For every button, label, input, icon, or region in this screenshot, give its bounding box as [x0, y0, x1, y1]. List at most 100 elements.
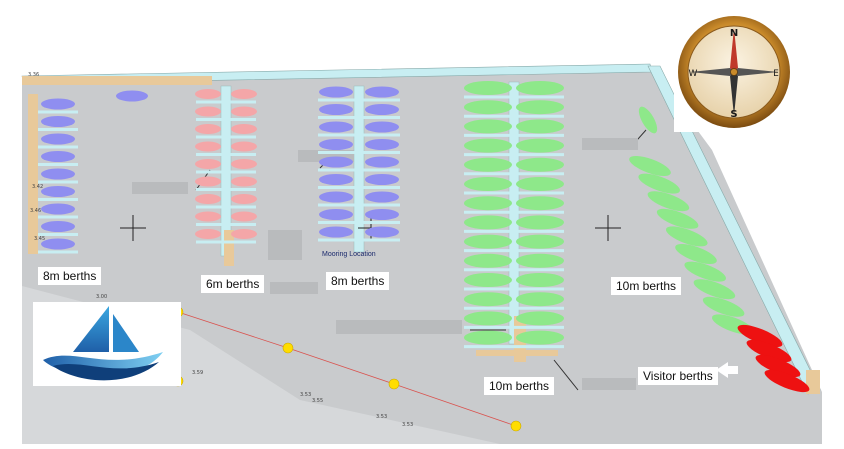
berth-8m-left — [41, 98, 75, 110]
berth-visitor — [746, 339, 792, 363]
berth-10m-diagonal — [665, 226, 708, 247]
depth-sounding: 3.42 — [32, 184, 43, 190]
depth-sounding: 3.00 — [96, 294, 107, 300]
berth-10m — [464, 157, 512, 172]
label-visitor-berths: Visitor berths — [638, 367, 718, 385]
berth-6m — [231, 141, 257, 152]
depth-sounding: 3.53 — [376, 414, 387, 420]
berth-6m — [231, 106, 257, 117]
berth-8m-left — [41, 116, 75, 127]
berth-10m-diagonal — [647, 191, 690, 212]
berth-8m-mid — [365, 121, 399, 133]
sailboat-logo — [33, 302, 181, 386]
walkway-10m-cross — [476, 350, 558, 356]
berth-6m — [231, 124, 257, 134]
compass-west: W — [689, 69, 698, 79]
berth-8m-mid — [365, 191, 399, 203]
depth-sounding: 3.46 — [30, 208, 41, 214]
berth-10m — [464, 81, 512, 95]
walkway-6m — [224, 230, 234, 266]
berth-10m — [516, 253, 564, 268]
berth-10m — [516, 177, 564, 191]
label-10m-berths-right: 10m berths — [611, 277, 682, 295]
berth-8m-left — [41, 238, 75, 250]
berth-8m-mid — [365, 209, 399, 220]
compass-east: E — [773, 69, 779, 79]
depth-sounding: 3.55 — [312, 398, 323, 404]
berth-10m — [464, 292, 512, 307]
label-6m-berths: 6m berths — [201, 275, 265, 293]
berth-6m — [195, 124, 221, 134]
berth-visitor — [755, 354, 801, 378]
berth-8m-left — [41, 133, 75, 145]
berth-8m-mid — [319, 226, 353, 238]
berth-8m-mid — [319, 191, 353, 203]
berth-10m — [464, 311, 512, 326]
berth-8m-left — [41, 203, 75, 215]
berth-10m-diagonal — [702, 296, 745, 317]
berth-6m — [195, 229, 221, 239]
berth-6m — [195, 211, 221, 222]
visitor-arrow-icon — [716, 362, 738, 378]
berth-8m-mid — [319, 174, 353, 185]
berth-10m — [516, 311, 564, 326]
berth-8m-mid — [319, 121, 353, 133]
label-10m-berths-bottom: 10m berths — [484, 377, 555, 395]
berth-10m — [464, 330, 512, 345]
berth-10m-diagonal — [638, 173, 681, 194]
berth-6m — [231, 211, 257, 222]
berth-10m — [464, 138, 512, 153]
berth-8m-mid — [365, 139, 399, 150]
berth-10m-diagonal — [629, 156, 671, 176]
depth-route-line — [177, 311, 517, 427]
berth-8m-mid — [365, 226, 399, 238]
label-mooring-location: Mooring Location — [322, 251, 376, 258]
berth-10m — [464, 253, 512, 268]
berth-6m — [195, 176, 221, 187]
berth-8m-mid — [319, 86, 353, 98]
berth-10m — [516, 196, 564, 211]
berth-10m-diagonal — [684, 261, 727, 282]
berth-6m — [231, 89, 257, 99]
berth-8m-top — [116, 90, 148, 102]
right-walkway-end — [806, 370, 820, 394]
depth-sounding: 3.53 — [402, 422, 413, 428]
berth-6m — [195, 141, 221, 152]
depth-sounding: 3.53 — [300, 392, 311, 398]
berth-10m — [516, 292, 564, 307]
berth-10m — [516, 234, 564, 249]
berth-10m — [464, 215, 512, 230]
berth-6m — [231, 229, 257, 239]
berth-10m — [516, 215, 564, 230]
berth-10m — [464, 119, 512, 134]
berth-8m-left — [41, 186, 75, 197]
berth-10m — [516, 273, 564, 287]
faded-annotations — [132, 138, 638, 390]
sailboat-logo-icon — [43, 306, 163, 381]
berth-6m — [231, 176, 257, 187]
berth-10m-diagonal — [656, 208, 699, 229]
berth-8m-mid — [365, 86, 399, 98]
berth-10m — [464, 177, 512, 191]
berth-8m-mid — [365, 174, 399, 185]
compass-south: S — [730, 109, 737, 120]
berth-10m — [516, 330, 564, 345]
label-8m-berths-left: 8m berths — [38, 267, 102, 285]
berth-10m-diagonal — [675, 244, 717, 264]
berth-10m — [516, 119, 564, 134]
depth-sounding: 3.45 — [34, 236, 45, 242]
berth-6m — [195, 194, 221, 204]
berth-10m-diagonal — [693, 279, 736, 300]
compass-inset: N S E W — [674, 10, 794, 132]
top-walkway-left — [22, 76, 212, 85]
left-walkway — [28, 94, 38, 254]
berth-8m-left — [41, 151, 75, 162]
berth-10m-corner — [638, 106, 658, 134]
crosshair-marker — [120, 215, 621, 241]
berth-visitor — [737, 324, 783, 348]
berth-8m-mid — [319, 156, 353, 168]
berth-8m-mid — [365, 156, 399, 168]
compass-north: N — [730, 28, 738, 39]
depth-sounding: 3.36 — [28, 72, 39, 78]
